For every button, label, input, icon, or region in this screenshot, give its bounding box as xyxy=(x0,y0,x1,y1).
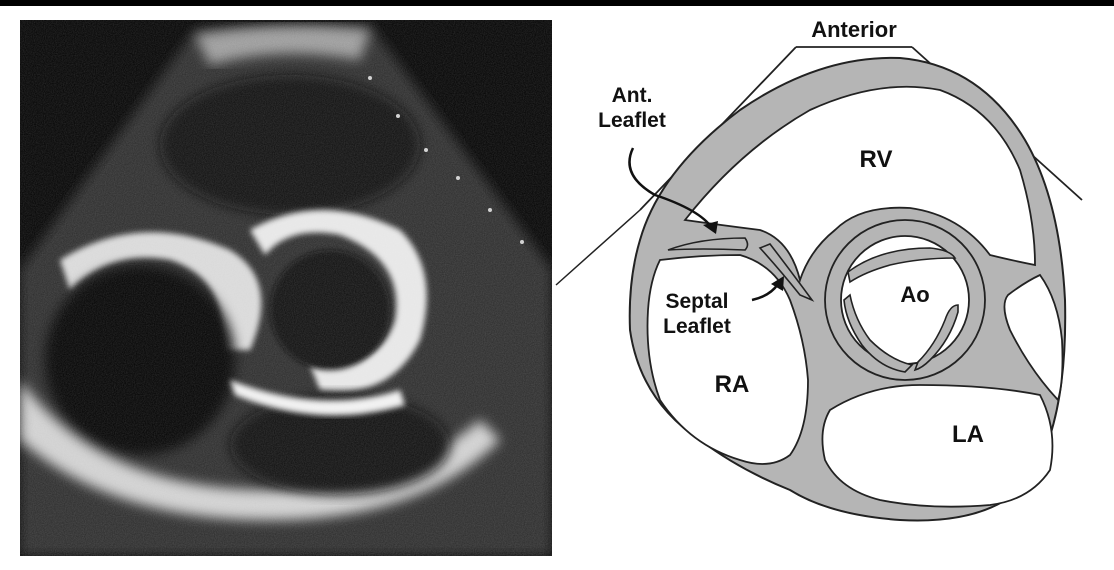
connector-line xyxy=(556,210,640,285)
label-la: LA xyxy=(952,421,984,448)
label-ao: Ao xyxy=(900,282,929,307)
label-ra: RA xyxy=(715,371,750,398)
label-septal-leaflet-line2: Leaflet xyxy=(663,315,731,338)
label-anterior: Anterior xyxy=(811,17,897,42)
label-ant-leaflet-line2: Leaflet xyxy=(598,109,666,132)
label-ant-leaflet-line1: Ant. xyxy=(612,84,653,107)
label-rv: RV xyxy=(860,146,893,173)
la-chamber xyxy=(822,385,1052,507)
label-septal-leaflet-line1: Septal xyxy=(665,290,728,313)
